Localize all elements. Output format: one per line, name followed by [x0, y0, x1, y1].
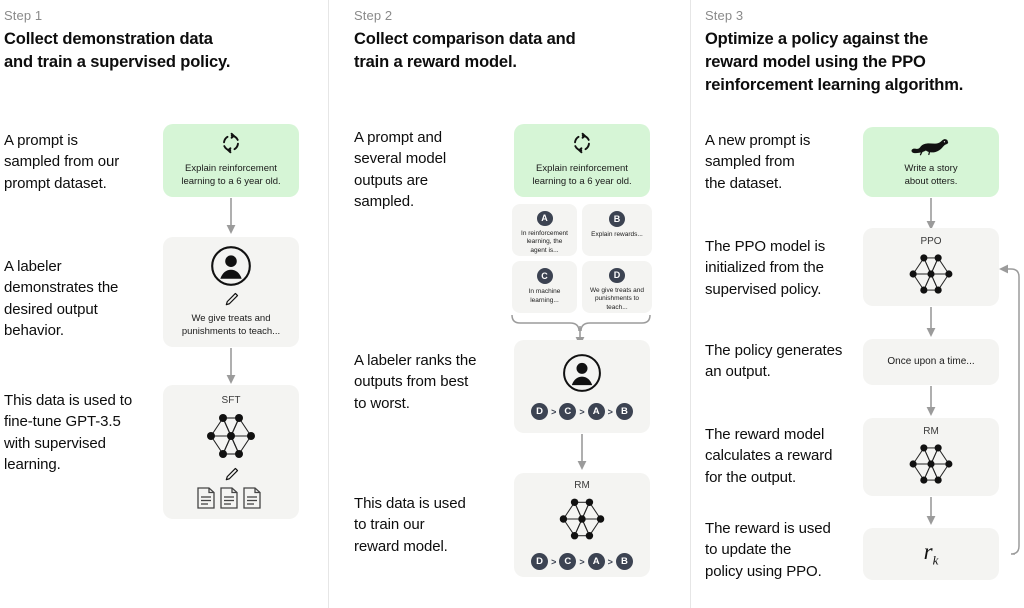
step-2-rm-ranking-pills: D > C > A > B: [531, 553, 633, 570]
step-3-arrow-4: [924, 497, 938, 527]
rank-pill-2: C: [559, 403, 577, 420]
step-2-rm-tag: RM: [574, 480, 590, 491]
otter-icon: [911, 136, 951, 156]
step-1-label: Step 1: [4, 8, 43, 23]
step-1-description-1: A prompt is sampled from our prompt data…: [4, 132, 120, 192]
step-1-sft-box: SFT: [163, 385, 299, 519]
person-circle-icon: [210, 245, 252, 287]
documents-icon: [196, 486, 266, 510]
step-3-label: Step 3: [705, 8, 744, 23]
step-2-title: Collect comparison data and train a rewa…: [354, 30, 576, 71]
step-3-description-5: The reward is used to update the policy …: [705, 520, 831, 580]
pencil-icon: [223, 466, 240, 483]
rm-rank-pill-1: D: [531, 553, 549, 570]
step-1-arrow-1: [224, 198, 238, 236]
pencil-icon: [223, 291, 240, 308]
step-3-feedback-loop-arrow: [997, 258, 1024, 558]
step-1-labeler-caption: We give treats and punishments to teach.…: [181, 313, 281, 337]
step-2-prompt-box: Explain reinforcement learning to a 6 ye…: [514, 124, 650, 197]
step-3-prompt-caption: Write a story about otters.: [904, 162, 958, 187]
neural-net-icon: [200, 408, 262, 464]
step-3-arrow-2: [924, 307, 938, 339]
option-text-b: Explain rewards...: [591, 231, 643, 238]
step-2-arrow-2: [575, 434, 589, 472]
step-1-labeler-box: We give treats and punishments to teach.…: [163, 237, 299, 347]
step-3-ppo-tag: PPO: [920, 235, 942, 247]
rm-rank-pill-3: A: [587, 553, 605, 570]
step-3-description-4: The reward model calculates a reward for…: [705, 426, 833, 486]
step-2-column: Step 2 Collect comparison data and train…: [328, 0, 690, 608]
step-1-description-3: This data is used to fine-tune GPT-3.5 w…: [4, 392, 133, 473]
step-1-arrow-2: [224, 348, 238, 386]
step-2-label: Step 2: [354, 8, 393, 23]
option-text-c: In machine learning...: [528, 288, 561, 304]
option-text-a: In reinforcement learning, the agent is.…: [521, 229, 568, 255]
reward-value: rk: [923, 539, 939, 568]
step-3-ppo-box: PPO: [863, 228, 999, 306]
step-1-prompt-caption: Explain reinforcement learning to a 6 ye…: [181, 163, 281, 187]
option-badge-b: B: [609, 211, 625, 227]
step-3-rm-tag: RM: [923, 425, 939, 437]
rank-pill-3: A: [587, 403, 605, 420]
step-3-description-2: The PPO model is initialized from the su…: [705, 238, 826, 298]
step-1-sft-tag: SFT: [221, 394, 241, 406]
step-1-title: Collect demonstration data and train a s…: [4, 30, 231, 71]
option-badge-a: A: [536, 211, 553, 226]
step-2-rm-box: RM D: [514, 473, 650, 577]
option-text-d: We give treats and punishments to teach.…: [589, 286, 645, 312]
option-badge-d: D: [609, 268, 625, 283]
option-badge-c: C: [536, 268, 553, 284]
step-3-arrow-3: [924, 386, 938, 418]
step-2-description-3: This data is used to train our reward mo…: [354, 495, 466, 555]
neural-net-icon: [553, 493, 611, 545]
rank-gt-3: >: [607, 406, 613, 417]
step-3-reward-box: rk: [863, 528, 999, 580]
rank-gt-1: >: [551, 406, 557, 417]
rm-rank-gt-3: >: [607, 556, 613, 567]
neural-net-icon: [903, 439, 959, 489]
rm-rank-gt-2: >: [579, 556, 585, 567]
option-card-c[interactable]: C In machine learning...: [512, 261, 577, 313]
step-2-ranking-pills: D > C > A > B: [531, 403, 633, 420]
person-circle-icon: [562, 353, 602, 393]
refresh-cycle-icon: [220, 132, 242, 154]
rank-gt-2: >: [579, 406, 585, 417]
step-3-output-box: Once upon a time...: [863, 339, 999, 385]
step-2-prompt-caption: Explain reinforcement learning to a 6 ye…: [532, 163, 632, 187]
neural-net-icon: [903, 249, 959, 299]
step-1-column: Step 1 Collect demonstration data and tr…: [0, 0, 328, 608]
step-1-prompt-box: Explain reinforcement learning to a 6 ye…: [163, 124, 299, 197]
step-3-arrow-1: [924, 198, 938, 232]
option-card-a[interactable]: A In reinforcement learning, the agent i…: [512, 204, 577, 256]
step-3-column: Step 3 Optimize a policy against the rew…: [690, 0, 1024, 608]
rm-rank-pill-4: B: [615, 553, 633, 570]
option-card-b[interactable]: B Explain rewards...: [582, 204, 652, 256]
step-2-description-1: A prompt and several model outputs are s…: [354, 129, 447, 210]
step-3-output-caption: Once upon a time...: [887, 356, 975, 368]
step-2-description-2: A labeler ranks the outputs from best to…: [354, 352, 477, 412]
rank-pill-1: D: [531, 403, 549, 420]
step-3-rm-box: RM: [863, 418, 999, 496]
step-3-description-1: A new prompt is sampled from the dataset…: [705, 132, 811, 192]
option-card-d[interactable]: D We give treats and punishments to teac…: [582, 261, 652, 313]
step-3-description-3: The policy generates an output.: [705, 342, 843, 381]
rm-rank-pill-2: C: [559, 553, 577, 570]
rm-rank-gt-1: >: [551, 556, 557, 567]
step-1-description-2: A labeler demonstrates the desired outpu…: [4, 258, 119, 339]
step-3-title: Optimize a policy against the reward mod…: [705, 30, 964, 94]
step-3-prompt-box: Write a story about otters.: [863, 127, 999, 197]
step-2-ranking-box: D > C > A > B: [514, 340, 650, 433]
refresh-cycle-icon: [571, 132, 593, 154]
rank-pill-4: B: [615, 403, 633, 420]
